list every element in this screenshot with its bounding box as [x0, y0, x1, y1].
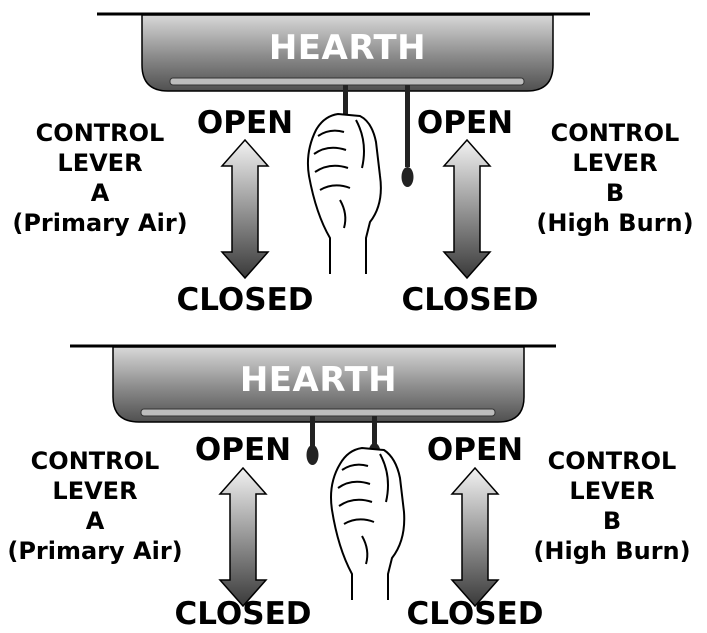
diagram-graphics-bottom [70, 344, 556, 608]
arrow-up-down-left [218, 466, 268, 608]
hand-icon [330, 447, 406, 600]
label-line: CONTROL [550, 119, 680, 147]
control-lever-b-label: CONTROL LEVER B (High Burn) [520, 118, 707, 238]
hearth-body [141, 14, 554, 92]
control-lever-a-label: CONTROL LEVER A (Primary Air) [5, 118, 195, 238]
closed-label-left: CLOSED [174, 596, 312, 632]
control-lever-b [401, 85, 414, 187]
open-label-right: OPEN [416, 105, 514, 141]
control-lever-a [306, 416, 319, 465]
lever-slot [169, 77, 525, 86]
label-line: (Primary Air) [7, 537, 183, 565]
diagram-graphics-top [97, 12, 590, 280]
label-line: LEVER [52, 477, 138, 505]
hand-icon [306, 113, 382, 274]
open-label-left: OPEN [194, 432, 292, 468]
open-label-right: OPEN [426, 432, 524, 468]
open-label-left: OPEN [196, 105, 294, 141]
label-line: LEVER [572, 149, 658, 177]
control-lever-b-label: CONTROL LEVER B (High Burn) [517, 446, 707, 566]
label-line: A [90, 179, 110, 207]
label-line: B [602, 507, 622, 535]
label-line: CONTROL [547, 447, 677, 475]
closed-label-left: CLOSED [176, 282, 314, 318]
closed-label-right: CLOSED [401, 282, 539, 318]
label-line: (High Burn) [536, 209, 694, 237]
label-line: (Primary Air) [12, 209, 188, 237]
control-lever-a-label: CONTROL LEVER A (Primary Air) [0, 446, 190, 566]
label-line: (High Burn) [533, 537, 691, 565]
hearth-label: HEARTH [268, 28, 427, 68]
label-line: LEVER [569, 477, 655, 505]
hearth-body [112, 346, 525, 423]
closed-label-right: CLOSED [406, 596, 544, 632]
label-line: LEVER [57, 149, 143, 177]
label-line: CONTROL [35, 119, 165, 147]
arrow-up-down-right [442, 138, 492, 280]
hearth-label: HEARTH [239, 360, 398, 400]
lever-slot [140, 408, 496, 417]
arrow-up-down-right [450, 466, 500, 608]
diagram-panel-top: HEARTH OPEN OPEN CLOSED CLOSED CONTROL L… [0, 0, 707, 318]
label-line: CONTROL [30, 447, 160, 475]
diagram-panel-bottom: HEARTH OPEN OPEN CLOSED CLOSED CONTROL L… [0, 318, 707, 633]
arrow-up-down-left [220, 138, 270, 280]
label-line: B [605, 179, 625, 207]
label-line: A [85, 507, 105, 535]
